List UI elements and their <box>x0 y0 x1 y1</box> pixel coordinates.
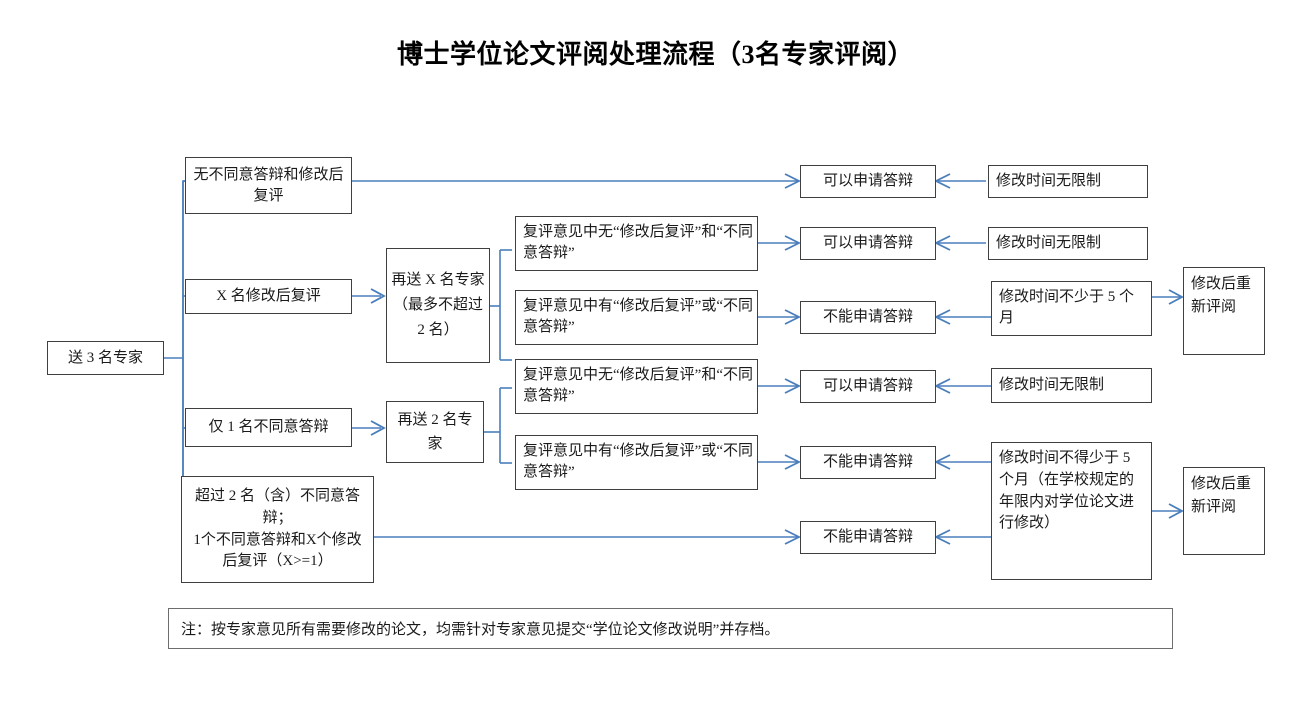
outcome-5-label: 不能申请答辩 <box>822 454 913 471</box>
opinion-1-label: 复评意见中无“修改后复评”和“不同意答辩” <box>523 224 753 261</box>
outcome-4-box[interactable]: 可以申请答辩 <box>800 370 936 403</box>
time-limit-4-box[interactable]: 修改时间无限制 <box>991 368 1152 403</box>
branch-no-objection-label: 无不同意答辩和修改后复评 <box>193 166 344 204</box>
branch-two-or-more-box[interactable]: 超过 2 名（含）不同意答辩； 1个不同意答辩和X个修改后复评（X>=1） <box>181 476 374 583</box>
branch-x-revise-box[interactable]: X 名修改后复评 <box>185 279 352 314</box>
time-limit-3-box[interactable]: 修改时间不少于 5 个月 <box>991 281 1152 336</box>
branch-one-objection-box[interactable]: 仅 1 名不同意答辩 <box>185 408 352 447</box>
opinion-4-box[interactable]: 复评意见中有“修改后复评”或“不同意答辩” <box>515 435 758 490</box>
branch-one-objection-label: 仅 1 名不同意答辩 <box>208 419 329 436</box>
start-label: 送 3 名专家 <box>67 349 143 366</box>
resend-x-experts-box[interactable]: 再送 X 名专家（最多不超过 2 名） <box>386 248 490 363</box>
rereview-2-label: 修改后重新评阅 <box>1191 476 1252 515</box>
branch-two-or-more-label: 超过 2 名（含）不同意答辩； 1个不同意答辩和X个修改后复评（X>=1） <box>193 488 362 570</box>
branch-no-objection-box[interactable]: 无不同意答辩和修改后复评 <box>185 157 352 214</box>
outcome-2-box[interactable]: 可以申请答辩 <box>800 227 936 260</box>
outcome-4-label: 可以申请答辩 <box>822 378 913 395</box>
time-limit-4-label: 修改时间无限制 <box>999 377 1105 394</box>
resend-x-experts-label: 再送 X 名专家（最多不超过 2 名） <box>391 272 485 338</box>
time-limit-3-label: 修改时间不少于 5 个月 <box>999 289 1135 326</box>
outcome-2-label: 可以申请答辩 <box>822 235 913 252</box>
outcome-1-box[interactable]: 可以申请答辩 <box>800 165 936 198</box>
time-limit-1-label: 修改时间无限制 <box>996 173 1102 190</box>
outcome-3-label: 不能申请答辩 <box>822 309 913 326</box>
resend-two-experts-label: 再送 2 名专家 <box>397 412 473 452</box>
start-box[interactable]: 送 3 名专家 <box>47 341 164 375</box>
outcome-5-box[interactable]: 不能申请答辩 <box>800 446 936 479</box>
outcome-6-box[interactable]: 不能申请答辩 <box>800 521 936 554</box>
outcome-1-label: 可以申请答辩 <box>822 173 913 190</box>
time-limit-5-box[interactable]: 修改时间不得少于 5 个月（在学校规定的年限内对学位论文进行修改） <box>991 442 1152 580</box>
opinion-1-box[interactable]: 复评意见中无“修改后复评”和“不同意答辩” <box>515 216 758 271</box>
time-limit-5-label: 修改时间不得少于 5 个月（在学校规定的年限内对学位论文进行修改） <box>999 450 1135 532</box>
outcome-3-box[interactable]: 不能申请答辩 <box>800 301 936 334</box>
opinion-4-label: 复评意见中有“修改后复评”或“不同意答辩” <box>523 443 753 480</box>
opinion-3-box[interactable]: 复评意见中无“修改后复评”和“不同意答辩” <box>515 359 758 414</box>
branch-x-revise-label: X 名修改后复评 <box>216 288 321 305</box>
note-label: 注：按专家意见所有需要修改的论文，均需针对专家意见提交“学位论文修改说明”并存档… <box>181 622 780 638</box>
resend-two-experts-box[interactable]: 再送 2 名专家 <box>386 401 484 463</box>
rereview-1-label: 修改后重新评阅 <box>1191 276 1252 315</box>
time-limit-2-label: 修改时间无限制 <box>996 235 1102 252</box>
opinion-2-label: 复评意见中有“修改后复评”或“不同意答辩” <box>523 298 753 335</box>
opinion-3-label: 复评意见中无“修改后复评”和“不同意答辩” <box>523 367 753 404</box>
opinion-2-box[interactable]: 复评意见中有“修改后复评”或“不同意答辩” <box>515 290 758 345</box>
rereview-1-box[interactable]: 修改后重新评阅 <box>1183 267 1265 355</box>
rereview-2-box[interactable]: 修改后重新评阅 <box>1183 467 1265 555</box>
note-box: 注：按专家意见所有需要修改的论文，均需针对专家意见提交“学位论文修改说明”并存档… <box>168 608 1173 649</box>
time-limit-2-box[interactable]: 修改时间无限制 <box>988 227 1148 260</box>
outcome-6-label: 不能申请答辩 <box>822 529 913 546</box>
time-limit-1-box[interactable]: 修改时间无限制 <box>988 165 1148 198</box>
page-title: 博士学位论文评阅处理流程（3名专家评阅） <box>396 40 914 69</box>
